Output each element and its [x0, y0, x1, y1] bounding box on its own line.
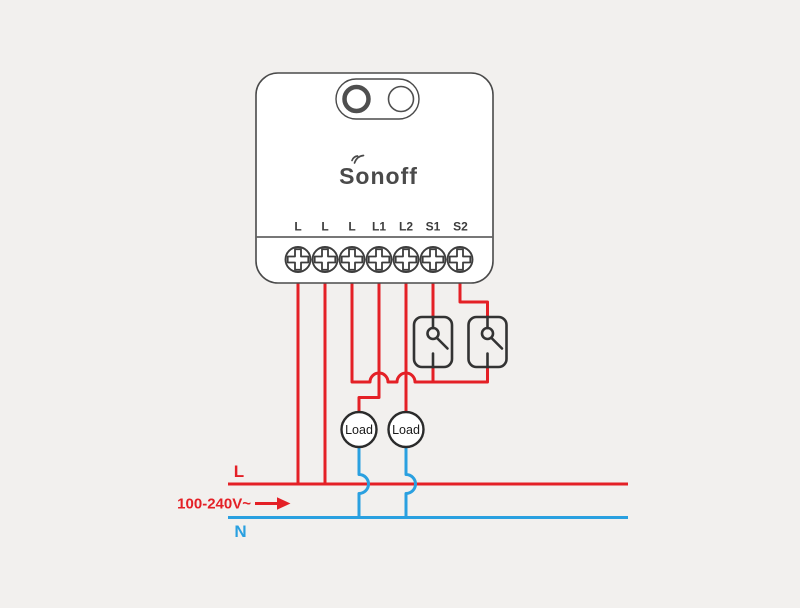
screw-terminal — [284, 246, 312, 273]
terminal-label-l-b: L — [321, 220, 328, 234]
secondary-button — [387, 85, 415, 113]
live-wire-l1-to-load1 — [357, 283, 381, 413]
voltage-label: 100-240V~ — [177, 496, 251, 513]
neutral-line-label: N — [234, 522, 246, 541]
live-line-label: L — [234, 462, 244, 481]
button-panel — [335, 78, 420, 120]
terminal-label-l-a: L — [294, 220, 301, 234]
load-2-label: Load — [392, 423, 420, 437]
load-1-circle — [340, 410, 378, 449]
live-wiring — [228, 283, 628, 486]
terminal-label-l-c: L — [348, 220, 355, 234]
device-body — [255, 72, 494, 284]
voltage-arrow-icon — [255, 497, 291, 510]
sonoff-device: Sonoff L L L L1 L2 S1 S2 — [255, 72, 494, 284]
load-1: Load — [340, 410, 378, 449]
load-2-circle — [387, 410, 425, 449]
screw-terminal — [446, 246, 474, 273]
load-1-label: Load — [345, 423, 373, 437]
screw-terminal — [311, 246, 339, 273]
terminal-labels: L L L L1 L2 S1 S2 — [294, 220, 468, 234]
terminal-label-s2: S2 — [453, 220, 468, 234]
neutral-wire-load1 — [357, 447, 370, 518]
pairing-button — [342, 84, 371, 114]
screw-terminal — [365, 246, 393, 273]
external-switch-2 — [467, 315, 508, 369]
live-wire-s2-to-switch2 — [458, 283, 489, 318]
live-wire-switch-bus — [350, 283, 489, 384]
screw-terminal — [338, 246, 366, 273]
screw-terminal — [392, 246, 420, 273]
terminal-label-l1: L1 — [372, 220, 386, 234]
neutral-wire-load2 — [404, 447, 417, 518]
neutral-wiring — [228, 447, 628, 519]
screw-terminal — [419, 246, 447, 273]
terminal-label-s1: S1 — [426, 220, 441, 234]
external-switch-1 — [412, 315, 454, 369]
brand-logo: Sonoff — [339, 163, 418, 189]
wifi-signal-icon — [351, 154, 365, 164]
load-2: Load — [387, 410, 425, 449]
terminal-label-l2: L2 — [399, 220, 413, 234]
